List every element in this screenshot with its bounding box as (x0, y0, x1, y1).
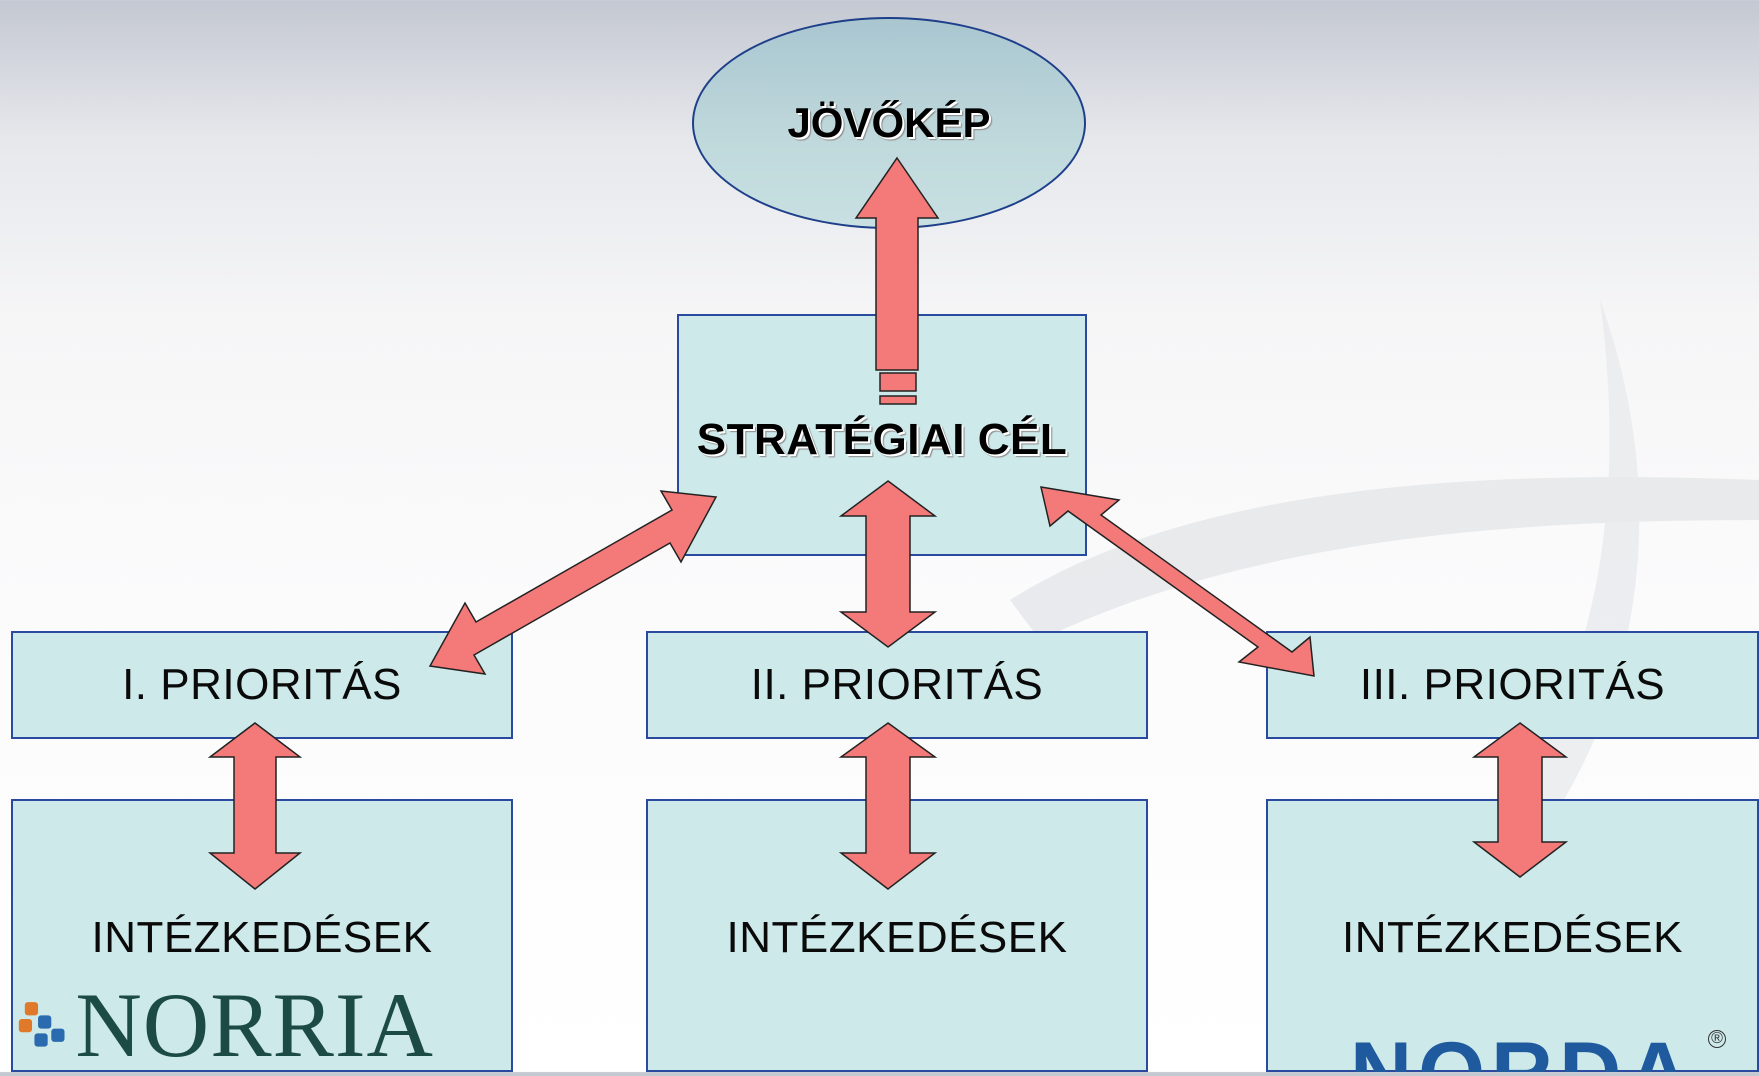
arrow-up-to-vision (854, 156, 940, 371)
norria-logo-mark (18, 1002, 65, 1047)
arrow-priority-measures-3 (1471, 722, 1569, 878)
arrow-stub-2 (879, 395, 917, 405)
vision-label: JÖVŐKÉP (787, 99, 991, 146)
strategic-goal-label: STRATÉGIAI CÉL (696, 415, 1068, 464)
norria-logo-text: NORRIA (75, 974, 434, 1076)
arrow-goal-priority-1 (428, 490, 718, 675)
norda-logo: NORDA ® (1350, 1030, 1730, 1072)
arrow-priority-measures-1 (207, 722, 303, 890)
arrow-goal-priority-3 (1040, 486, 1315, 677)
measures-label-3: INTÉZKEDÉSEK (1342, 913, 1683, 962)
norria-logo: NORRIA (14, 978, 434, 1072)
norda-logo-text: NORDA (1350, 1030, 1695, 1072)
arrow-priority-measures-2 (838, 722, 938, 890)
priority-box-2: II. PRIORITÁS (646, 631, 1148, 739)
priority-box-1: I. PRIORITÁS (11, 631, 513, 739)
arrow-stub-1 (879, 372, 917, 392)
arrow-goal-priority-2 (838, 480, 938, 648)
priority-label-3: III. PRIORITÁS (1359, 660, 1666, 709)
priority-box-3: III. PRIORITÁS (1266, 631, 1759, 739)
registered-mark-icon: ® (1708, 1030, 1726, 1048)
measures-label-1: INTÉZKEDÉSEK (91, 913, 433, 962)
priority-label-1: I. PRIORITÁS (122, 660, 402, 709)
priority-label-2: II. PRIORITÁS (750, 660, 1044, 709)
measures-label-2: INTÉZKEDÉSEK (726, 913, 1068, 962)
